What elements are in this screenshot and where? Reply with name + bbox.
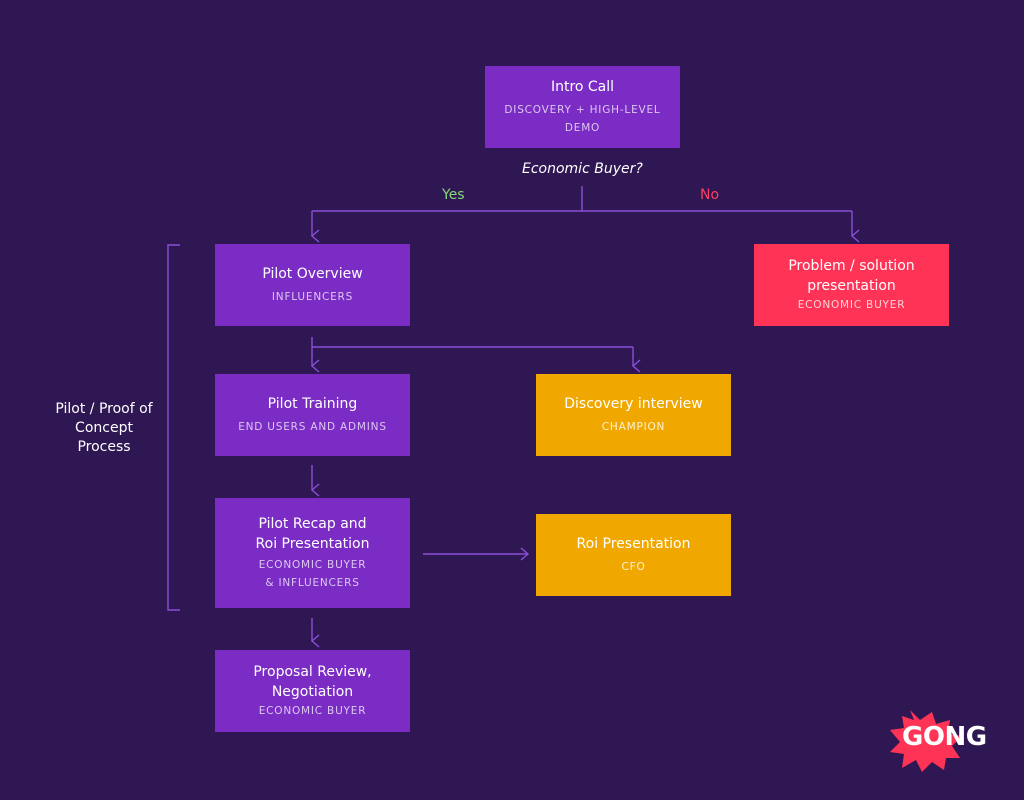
node-roi-presentation: Roi Presentation CFO bbox=[536, 514, 731, 596]
node-subtitle: ECONOMIC BUYER & INFLUENCERS bbox=[258, 559, 367, 589]
node-title: Problem / solution presentation bbox=[788, 258, 915, 294]
node-title: Proposal Review, Negotiation bbox=[253, 664, 372, 700]
node-discovery-interview: Discovery interview CHAMPION bbox=[536, 374, 731, 456]
gong-logo: GONG bbox=[902, 722, 987, 752]
gong-burst-icon bbox=[890, 710, 962, 772]
node-subtitle: CFO bbox=[621, 561, 646, 573]
node-title: Discovery interview bbox=[564, 396, 703, 412]
node-proposal-review: Proposal Review, Negotiation ECONOMIC BU… bbox=[215, 650, 410, 732]
node-subtitle: CHAMPION bbox=[601, 421, 666, 433]
node-pilot-training: Pilot Training END USERS AND ADMINS bbox=[215, 374, 410, 456]
node-subtitle: ECONOMIC BUYER bbox=[258, 705, 367, 717]
node-title: Roi Presentation bbox=[576, 536, 691, 552]
pilot-process-label: Pilot / Proof of Concept Process bbox=[55, 401, 153, 455]
node-pilot-recap: Pilot Recap and Roi Presentation ECONOMI… bbox=[215, 498, 410, 608]
node-title: Intro Call bbox=[550, 79, 615, 95]
node-title: Pilot Recap and Roi Presentation bbox=[255, 516, 370, 552]
pilot-process-bracket bbox=[167, 244, 180, 611]
decision-question: Economic Buyer? bbox=[522, 161, 643, 177]
node-subtitle: INFLUENCERS bbox=[271, 291, 354, 303]
node-subtitle: END USERS AND ADMINS bbox=[238, 421, 387, 433]
node-title: Pilot Training bbox=[267, 396, 358, 412]
decision-no-label: No bbox=[700, 187, 720, 203]
node-title: Pilot Overview bbox=[262, 266, 363, 282]
node-intro-call: Intro Call DISCOVERY + HIGH-LEVEL DEMO bbox=[485, 66, 680, 148]
node-pilot-overview: Pilot Overview INFLUENCERS bbox=[215, 244, 410, 326]
decision-yes-label: Yes bbox=[442, 187, 465, 203]
node-subtitle: ECONOMIC BUYER bbox=[797, 299, 906, 311]
node-subtitle: DISCOVERY + HIGH-LEVEL DEMO bbox=[504, 104, 661, 134]
node-problem-solution: Problem / solution presentation ECONOMIC… bbox=[754, 244, 949, 326]
